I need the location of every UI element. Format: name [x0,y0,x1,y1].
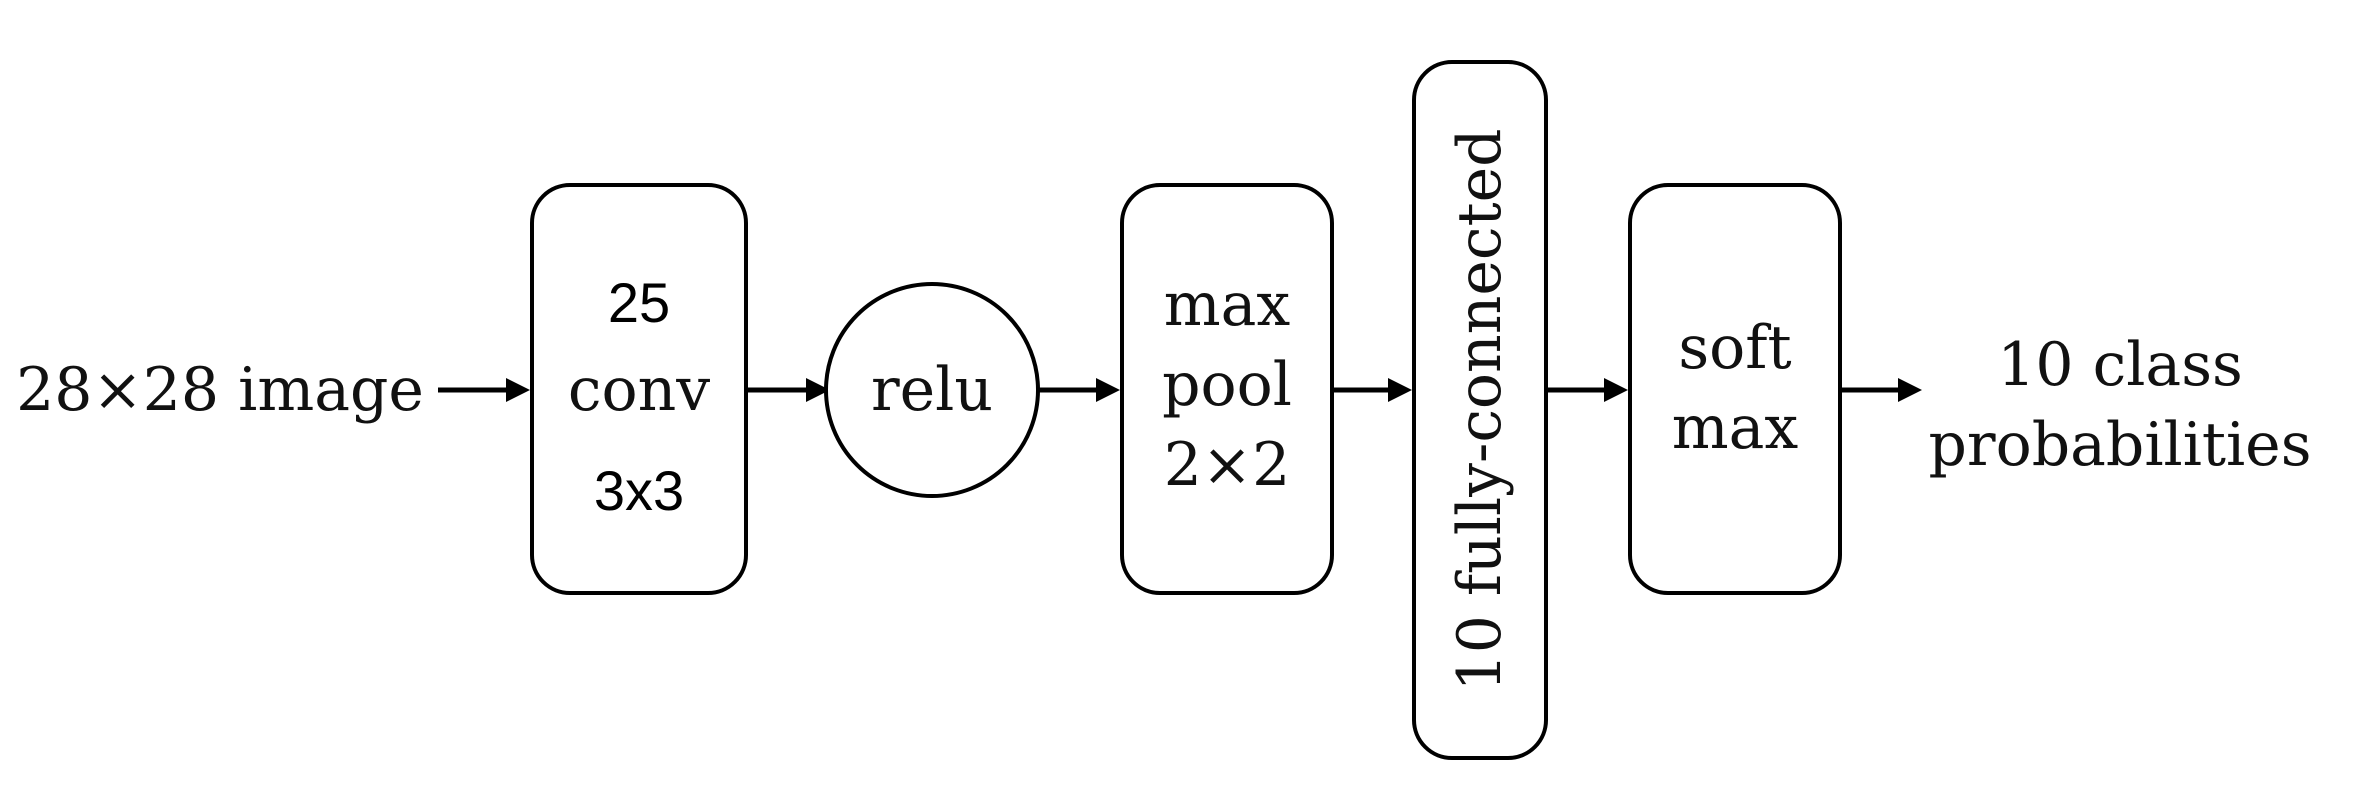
maxpool-node: max pool 2×2 [1120,183,1334,595]
conv-filters-label: 25 [608,271,670,334]
relu-label: relu [871,355,993,425]
fc-label: 10 fully-connected [1445,129,1515,692]
maxpool-line1: max [1164,270,1291,340]
arrowhead-conv-to-relu [806,378,830,402]
arrowhead-pool-to-fc [1388,378,1412,402]
softmax-line2: max [1672,393,1799,463]
softmax-line1: soft [1678,313,1791,383]
arrowhead-fc-to-softmax [1604,378,1628,402]
softmax-node: soft max [1628,183,1842,595]
output-label-line1: 10 class [1997,330,2243,400]
output-label-line2: probabilities [1929,410,2312,480]
maxpool-line3: 2×2 [1164,430,1291,500]
conv-kernel-label: 3x3 [594,459,684,522]
conv-node: 25 conv 3x3 [530,183,748,595]
fc-box [1412,60,1548,760]
softmax-box [1628,183,1842,595]
conv-name-label: conv [568,355,710,425]
arrowhead-softmax-to-output [1898,378,1922,402]
relu-node: relu [824,282,1040,498]
arrowhead-relu-to-pool [1096,378,1120,402]
fc-node: 10 fully-connected [1412,60,1548,760]
input-label: 28×28 image [16,355,424,425]
maxpool-line2: pool [1162,350,1292,420]
arrowhead-input-to-conv [506,378,530,402]
